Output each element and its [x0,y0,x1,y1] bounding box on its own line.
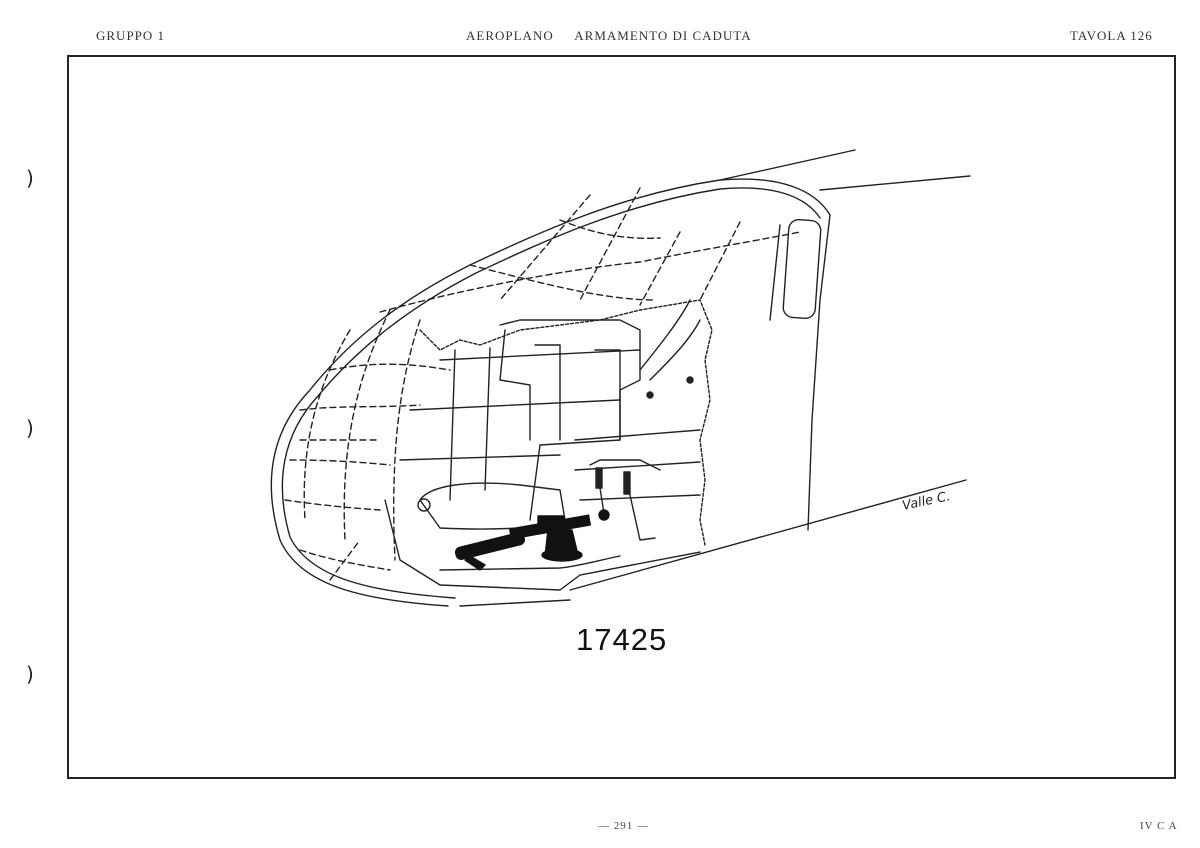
binding-mark: ) [26,166,34,190]
section-code: IV C A [1140,820,1178,832]
plate-label: TAVOLA 126 [1070,28,1153,43]
binding-mark: ) [26,662,34,686]
page-title: AEROPLANO ARMAMENTO DI CADUTA [466,28,752,43]
drawing-number: 17425 [576,622,668,657]
drawing-frame [67,55,1176,779]
binding-mark: ) [26,416,34,440]
page-number: — 291 — [598,820,649,832]
group-label: GRUPPO 1 [96,28,166,43]
